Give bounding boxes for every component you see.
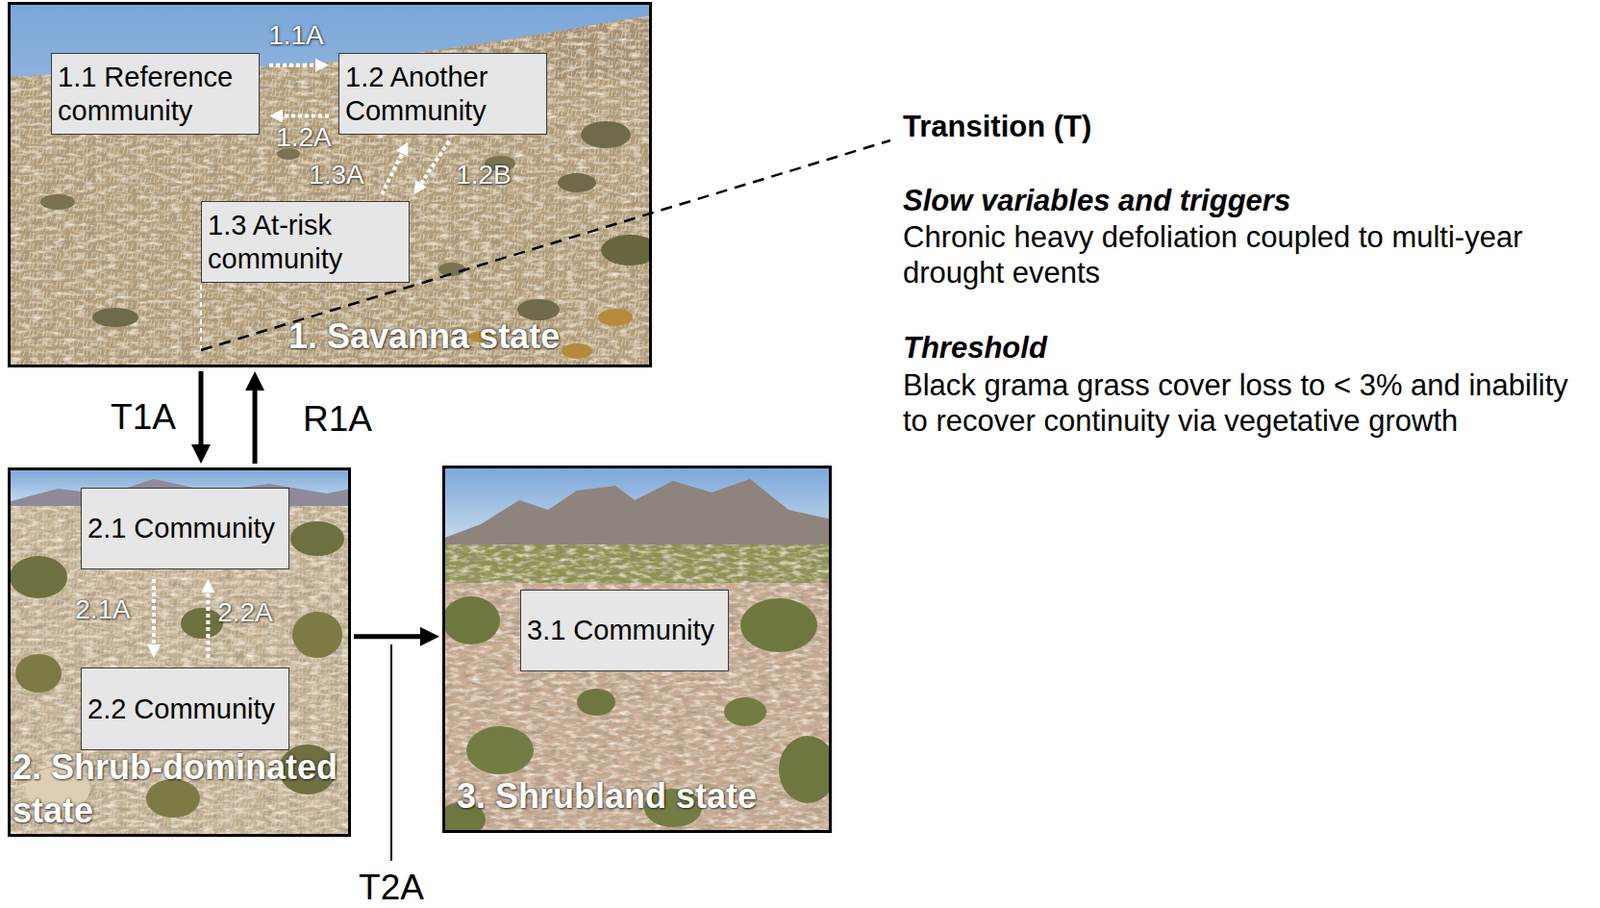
pathway-code: 1.2A [275, 124, 332, 151]
section-text: Chronic heavy defoliation coupled to mul… [902, 219, 1596, 291]
transition-code: T1A [110, 399, 176, 435]
community-box: 1.3 At-risk community [200, 200, 410, 283]
state-panel: 2. Shrub-dominated state 2.1 Community 2.2… [7, 467, 351, 837]
transition-arrow [199, 371, 204, 445]
pathway-code: 1.3A [308, 161, 365, 189]
pathway-arrow [381, 153, 402, 195]
ground-texture [442, 544, 832, 833]
pathway-arrow [151, 578, 156, 645]
shrub [576, 688, 616, 716]
state-name: 3. Shrubland state [456, 774, 827, 818]
leader-line [390, 644, 393, 861]
community-name: 1.2 Another Community [345, 60, 541, 128]
community-box: 3.1 Community [520, 589, 729, 672]
shrub [442, 596, 500, 645]
shrub [561, 343, 593, 359]
shrub [180, 607, 224, 639]
transition-code: R1A [302, 400, 373, 437]
community-box: 2.1 Community [80, 487, 290, 570]
community-box: 1.2 Another Community [338, 52, 548, 135]
shrub-dominated-photo [7, 467, 351, 837]
grass-texture [7, 1, 652, 368]
shrub [9, 555, 68, 599]
shrubs [40, 100, 652, 359]
pathway-code: 2.2A [217, 599, 274, 626]
pathway-code: 1.2B [455, 161, 512, 189]
leader-line [200, 284, 202, 350]
transition-code: T2A [358, 869, 425, 905]
shrub [438, 262, 466, 276]
grass-tufts [7, 1, 652, 368]
savanna-photo [7, 1, 652, 368]
shrub [580, 121, 631, 149]
community-name: 1.3 At-risk community [207, 208, 403, 276]
shrub [598, 308, 633, 326]
ground-texture [7, 1, 652, 368]
shrub [292, 611, 343, 658]
community-name: 1.1 Reference community [57, 60, 253, 128]
ground-texture [7, 505, 351, 837]
shrub [740, 598, 818, 652]
shrub [92, 307, 139, 327]
community-name: 2.2 Community [87, 692, 283, 726]
shrub [15, 653, 62, 693]
community-name: 2.1 Community [87, 511, 283, 546]
pathway-arrow [205, 592, 210, 658]
shrubs [442, 596, 832, 833]
shrub [724, 697, 767, 726]
state-name: 1. Savanna state [288, 314, 645, 358]
transition-arrow [353, 633, 421, 639]
community-box: 2.2 Community [80, 667, 290, 750]
state-name: 2. Shrub-dominated state [12, 745, 348, 832]
pathway-code: 1.1A [268, 22, 325, 50]
section-heading: Slow variables and triggers [902, 182, 1596, 219]
shrub [40, 194, 75, 210]
soil-texture [442, 544, 832, 833]
section-text: Black grama grass cover loss to < 3% and… [902, 367, 1596, 439]
shrubland-photo [442, 465, 832, 833]
section-heading: Threshold [902, 329, 1596, 366]
mountains [442, 478, 832, 554]
shrub [290, 521, 345, 556]
pathway-arrow [269, 63, 316, 68]
community-box: 1.1 Reference community [50, 52, 260, 135]
community-name: 3.1 Community [526, 613, 723, 648]
pathway-arrow [421, 141, 450, 184]
sky [7, 1, 652, 368]
pathway-code: 2.1A [75, 596, 131, 624]
shrub [466, 725, 534, 775]
pathway-arrow [282, 113, 329, 118]
shrub [600, 234, 652, 266]
state-panel: 3. Shrubland state 3.1 Community [442, 465, 832, 833]
transition-arrow [252, 390, 258, 464]
shrub [557, 173, 597, 193]
shrub [778, 735, 832, 803]
grass-texture [7, 505, 351, 837]
sky [442, 465, 832, 554]
legend-title: Transition (T) [902, 108, 1596, 145]
